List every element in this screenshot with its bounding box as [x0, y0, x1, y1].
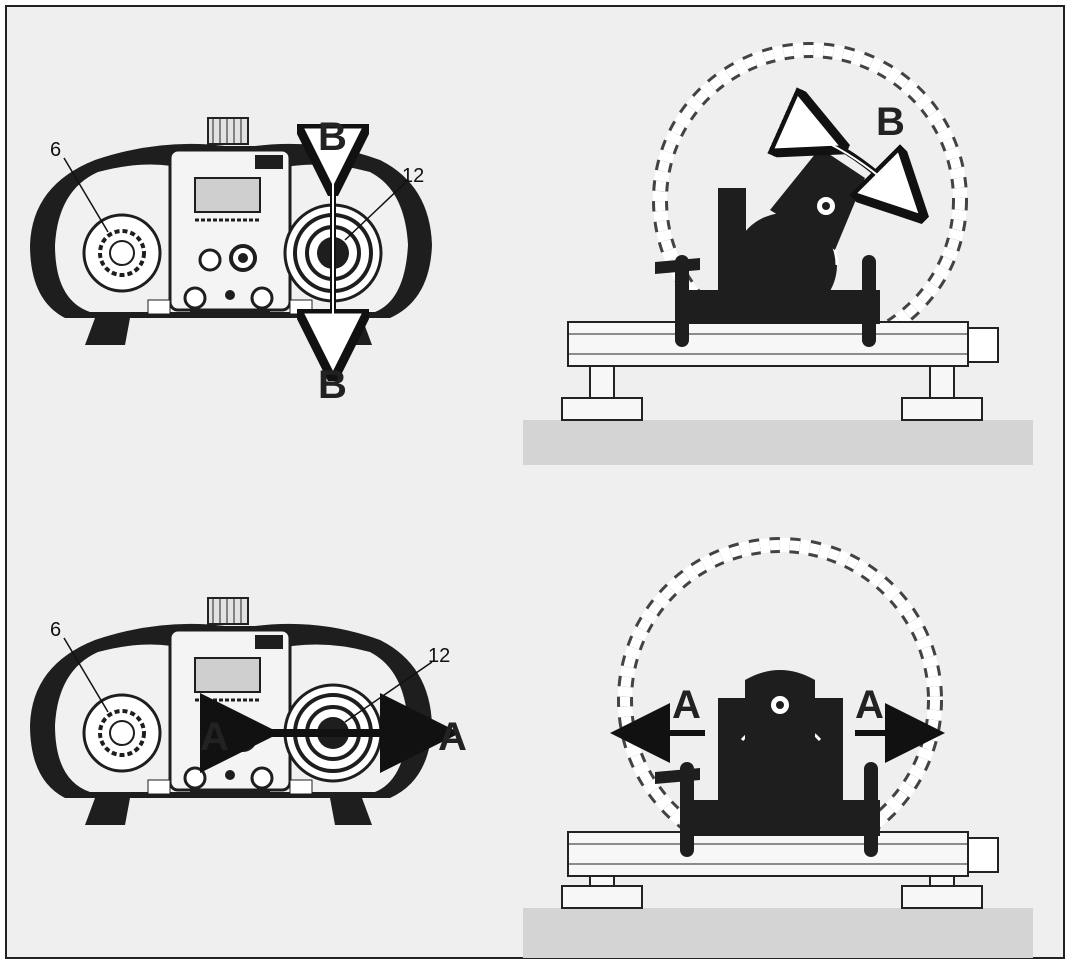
rail	[567, 321, 969, 367]
remote-switch-right	[250, 286, 274, 310]
knob-label: 6	[50, 139, 61, 161]
arrow-label-right: A	[438, 715, 467, 759]
saw-arrow-label: B	[876, 100, 905, 144]
ground	[523, 908, 1033, 958]
bottom-saw-diagram: A A	[523, 537, 1033, 958]
joystick-label: 12	[402, 165, 424, 187]
top-remote-control: 6 12 B B	[30, 115, 432, 407]
remote-display	[194, 177, 261, 213]
remote-switch-right	[250, 766, 274, 790]
saw-motor	[728, 718, 832, 822]
remote-display	[194, 657, 261, 693]
knob-label: 6	[50, 619, 61, 641]
remote-display-module	[168, 148, 292, 312]
remote-switch-left	[183, 286, 207, 310]
remote-small-knob	[198, 248, 222, 272]
joystick-label: 12	[428, 645, 450, 667]
saw-motor	[733, 213, 837, 317]
saw-arrow-label-left: A	[672, 683, 701, 727]
saw-arrow-label-right: A	[855, 683, 884, 727]
rail	[567, 831, 969, 877]
bottom-remote-control: 6 12 A A	[30, 597, 467, 825]
arrow-label-bottom: B	[318, 363, 347, 407]
arrow-label-left: A	[200, 715, 229, 759]
remote-antenna	[207, 117, 249, 145]
ground	[523, 420, 1033, 465]
remote-switch-left	[183, 766, 207, 790]
top-saw-diagram: B	[523, 42, 1033, 465]
remote-display-module	[168, 628, 292, 792]
arrow-label-top: B	[318, 115, 347, 159]
